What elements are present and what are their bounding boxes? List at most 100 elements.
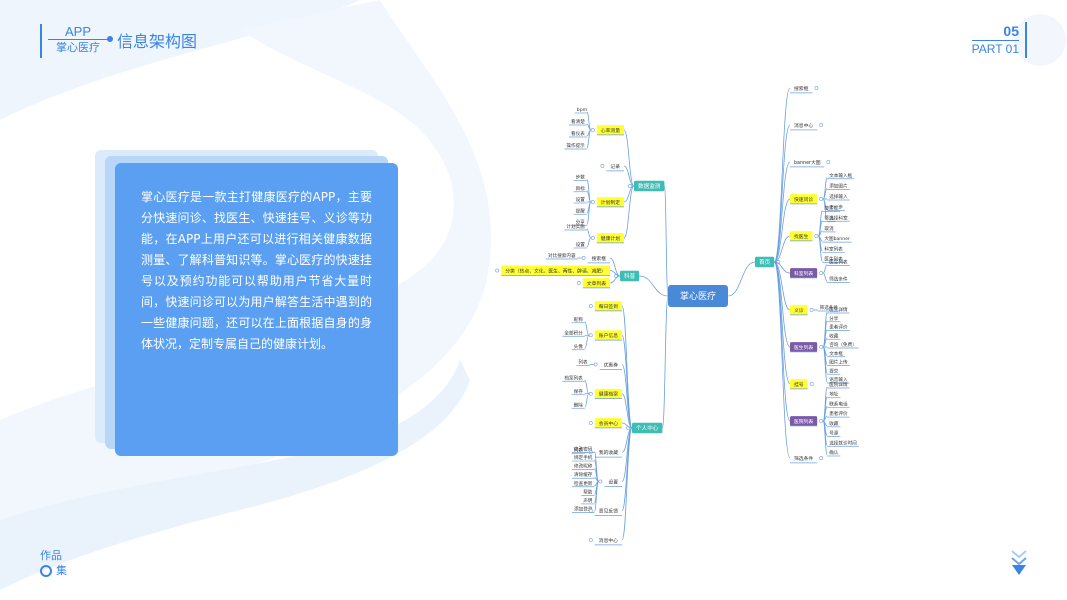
mindmap-leaf: 提醒 (576, 207, 586, 214)
mindmap-leaf: 收藏 (829, 332, 839, 339)
mindmap-connector (584, 379, 590, 395)
mindmap-leaf: 列表 (578, 359, 588, 366)
mindmap-leaf: 医院详情 (829, 381, 848, 388)
mindmap-node-label: 挂号 (794, 381, 804, 388)
mindmap-node (632, 422, 663, 434)
mindmap-leaf: 声明 (583, 497, 593, 504)
description-card: 掌心医疗是一款主打健康医疗的APP，主要分快速问诊、找医生、快速挂号、义诊等功能… (115, 163, 398, 456)
mindmap-connector (594, 481, 599, 512)
mindmap-node-label: 数据监测 (638, 182, 661, 190)
mindmap-node (596, 197, 624, 207)
mindmap-leaf: 联系电话 (829, 400, 848, 407)
mindmap-node-label: 首页 (759, 258, 771, 266)
mindmap-leaf: 文本输入框 (829, 172, 852, 179)
mindmap-leaf: 设置 (576, 196, 586, 203)
mindmap-leaf: 筛选 (824, 215, 834, 222)
mindmap-leaf: 全部积分 (564, 329, 583, 336)
mindmap-leaf: 患者评价 (829, 324, 848, 331)
mindmap-leaf: 医生列表 (824, 256, 843, 263)
mindmap-node (596, 125, 624, 135)
page-number: 05 (1003, 23, 1019, 39)
mindmap-node-label: 快速问诊 (794, 196, 813, 203)
mindmap-leaf: 设置 (576, 241, 586, 248)
mindmap-node-label: 健康计划 (601, 235, 620, 242)
collapse-icon (588, 508, 593, 513)
mindmap-node-label: 每日签到 (599, 303, 618, 310)
mindmap-connector (818, 235, 823, 262)
mindmap-node-label: 计划制定 (601, 199, 620, 206)
mindmap-connector (623, 185, 635, 239)
chevron-down-icon[interactable] (1011, 550, 1027, 576)
mindmap-connector (609, 275, 621, 284)
collapse-icon (590, 200, 595, 204)
collapse-icon (628, 184, 632, 188)
collapse-icon (809, 308, 814, 312)
part-label: PART 01 (971, 40, 1019, 56)
mindmap-leaf: 搜索框 (824, 205, 838, 212)
footer-line-1: 作品 (40, 549, 62, 562)
mindmap-leaf: 文本框 (829, 350, 843, 357)
mindmap-leaf: 取消 (824, 225, 834, 232)
mindmap-node (790, 416, 818, 426)
mindmap-connector (621, 364, 633, 429)
mindmap-leaf: bpm (577, 107, 588, 113)
mindmap-leaf: 昵称 (574, 316, 584, 323)
mindmap-root-label: 掌心医疗 (680, 290, 716, 302)
mindmap-leaf: 大图banner (824, 235, 850, 242)
mindmap-leaf: 筛选条件 (820, 304, 839, 311)
mindmap-leaf: 目标 (576, 185, 586, 192)
collapse-icon (819, 123, 824, 127)
collapse-icon (588, 304, 593, 308)
mindmap-node-label: 优惠券 (604, 361, 619, 368)
mindmap-connector (774, 235, 791, 263)
mindmap-leaf: 清除缓存 (574, 471, 593, 478)
mindmap-leaf: 分享 (829, 315, 839, 322)
mindmap-connector (586, 228, 591, 239)
mindmap-node-label: 记录 (610, 163, 620, 170)
mindmap-node (582, 278, 610, 288)
app-label: APP (64, 24, 91, 39)
mindmap-node-label: 搜索框 (592, 255, 607, 262)
mindmap-node-label: 科普 (624, 272, 636, 280)
mindmap-node-label: 设置 (608, 478, 618, 485)
mindmap-connector (773, 161, 791, 263)
collapse-icon (600, 164, 605, 168)
mindmap-leaf: 收藏 (829, 420, 839, 427)
collapse-icon (809, 382, 814, 386)
mindmap-node-label: 文章列表 (587, 280, 606, 287)
collapse-icon (819, 456, 824, 460)
mindmap-connector (664, 185, 669, 297)
collapse-icon (814, 86, 819, 90)
collapse-icon (819, 419, 824, 423)
mindmap-connector (621, 393, 633, 429)
mindmap-leaf: 修改密码 (574, 446, 593, 453)
mindmap-connector (584, 393, 590, 408)
mindmap-leaf: 筛选条件 (829, 276, 848, 283)
collapse-icon (576, 281, 581, 285)
collapse-icon (590, 128, 595, 132)
mindmap-leaf: 图片上传 (829, 359, 848, 366)
mindmap-connector (822, 198, 828, 221)
mindmap-leaf: 添加图片 (829, 182, 848, 189)
mindmap-node-label: 健康档案 (599, 391, 618, 398)
mindmap-node-label: 心率测量 (601, 127, 620, 134)
mindmap-node (790, 231, 813, 241)
mindmap-node-label: 筛选条件 (794, 455, 813, 462)
mindmap-node (594, 301, 622, 311)
mindmap-connector (586, 129, 592, 149)
mindmap-connector (586, 237, 591, 248)
mindmap-leaf: 绑定手机 (574, 454, 593, 461)
collapse-icon (588, 421, 593, 425)
description-text: 掌心医疗是一款主打健康医疗的APP，主要分快速问诊、找医生、快速挂号、义诊等功能… (141, 190, 372, 351)
mindmap-leaf: 提交 (829, 367, 839, 374)
header-brand-block: APP 掌心医疗 (40, 24, 108, 58)
mindmap-connector (773, 261, 791, 459)
mindmap-leaf: 检查更新 (574, 480, 593, 487)
collapse-icon (590, 236, 595, 240)
mindmap-node (790, 342, 818, 352)
mindmap-leaf: 档案列表 (564, 374, 583, 381)
mindmap-connector (584, 334, 590, 350)
mindmap-node-label: 搜索框 (794, 85, 809, 92)
mindmap-node-label: 意见反馈 (599, 508, 618, 515)
collapse-icon (819, 197, 824, 201)
